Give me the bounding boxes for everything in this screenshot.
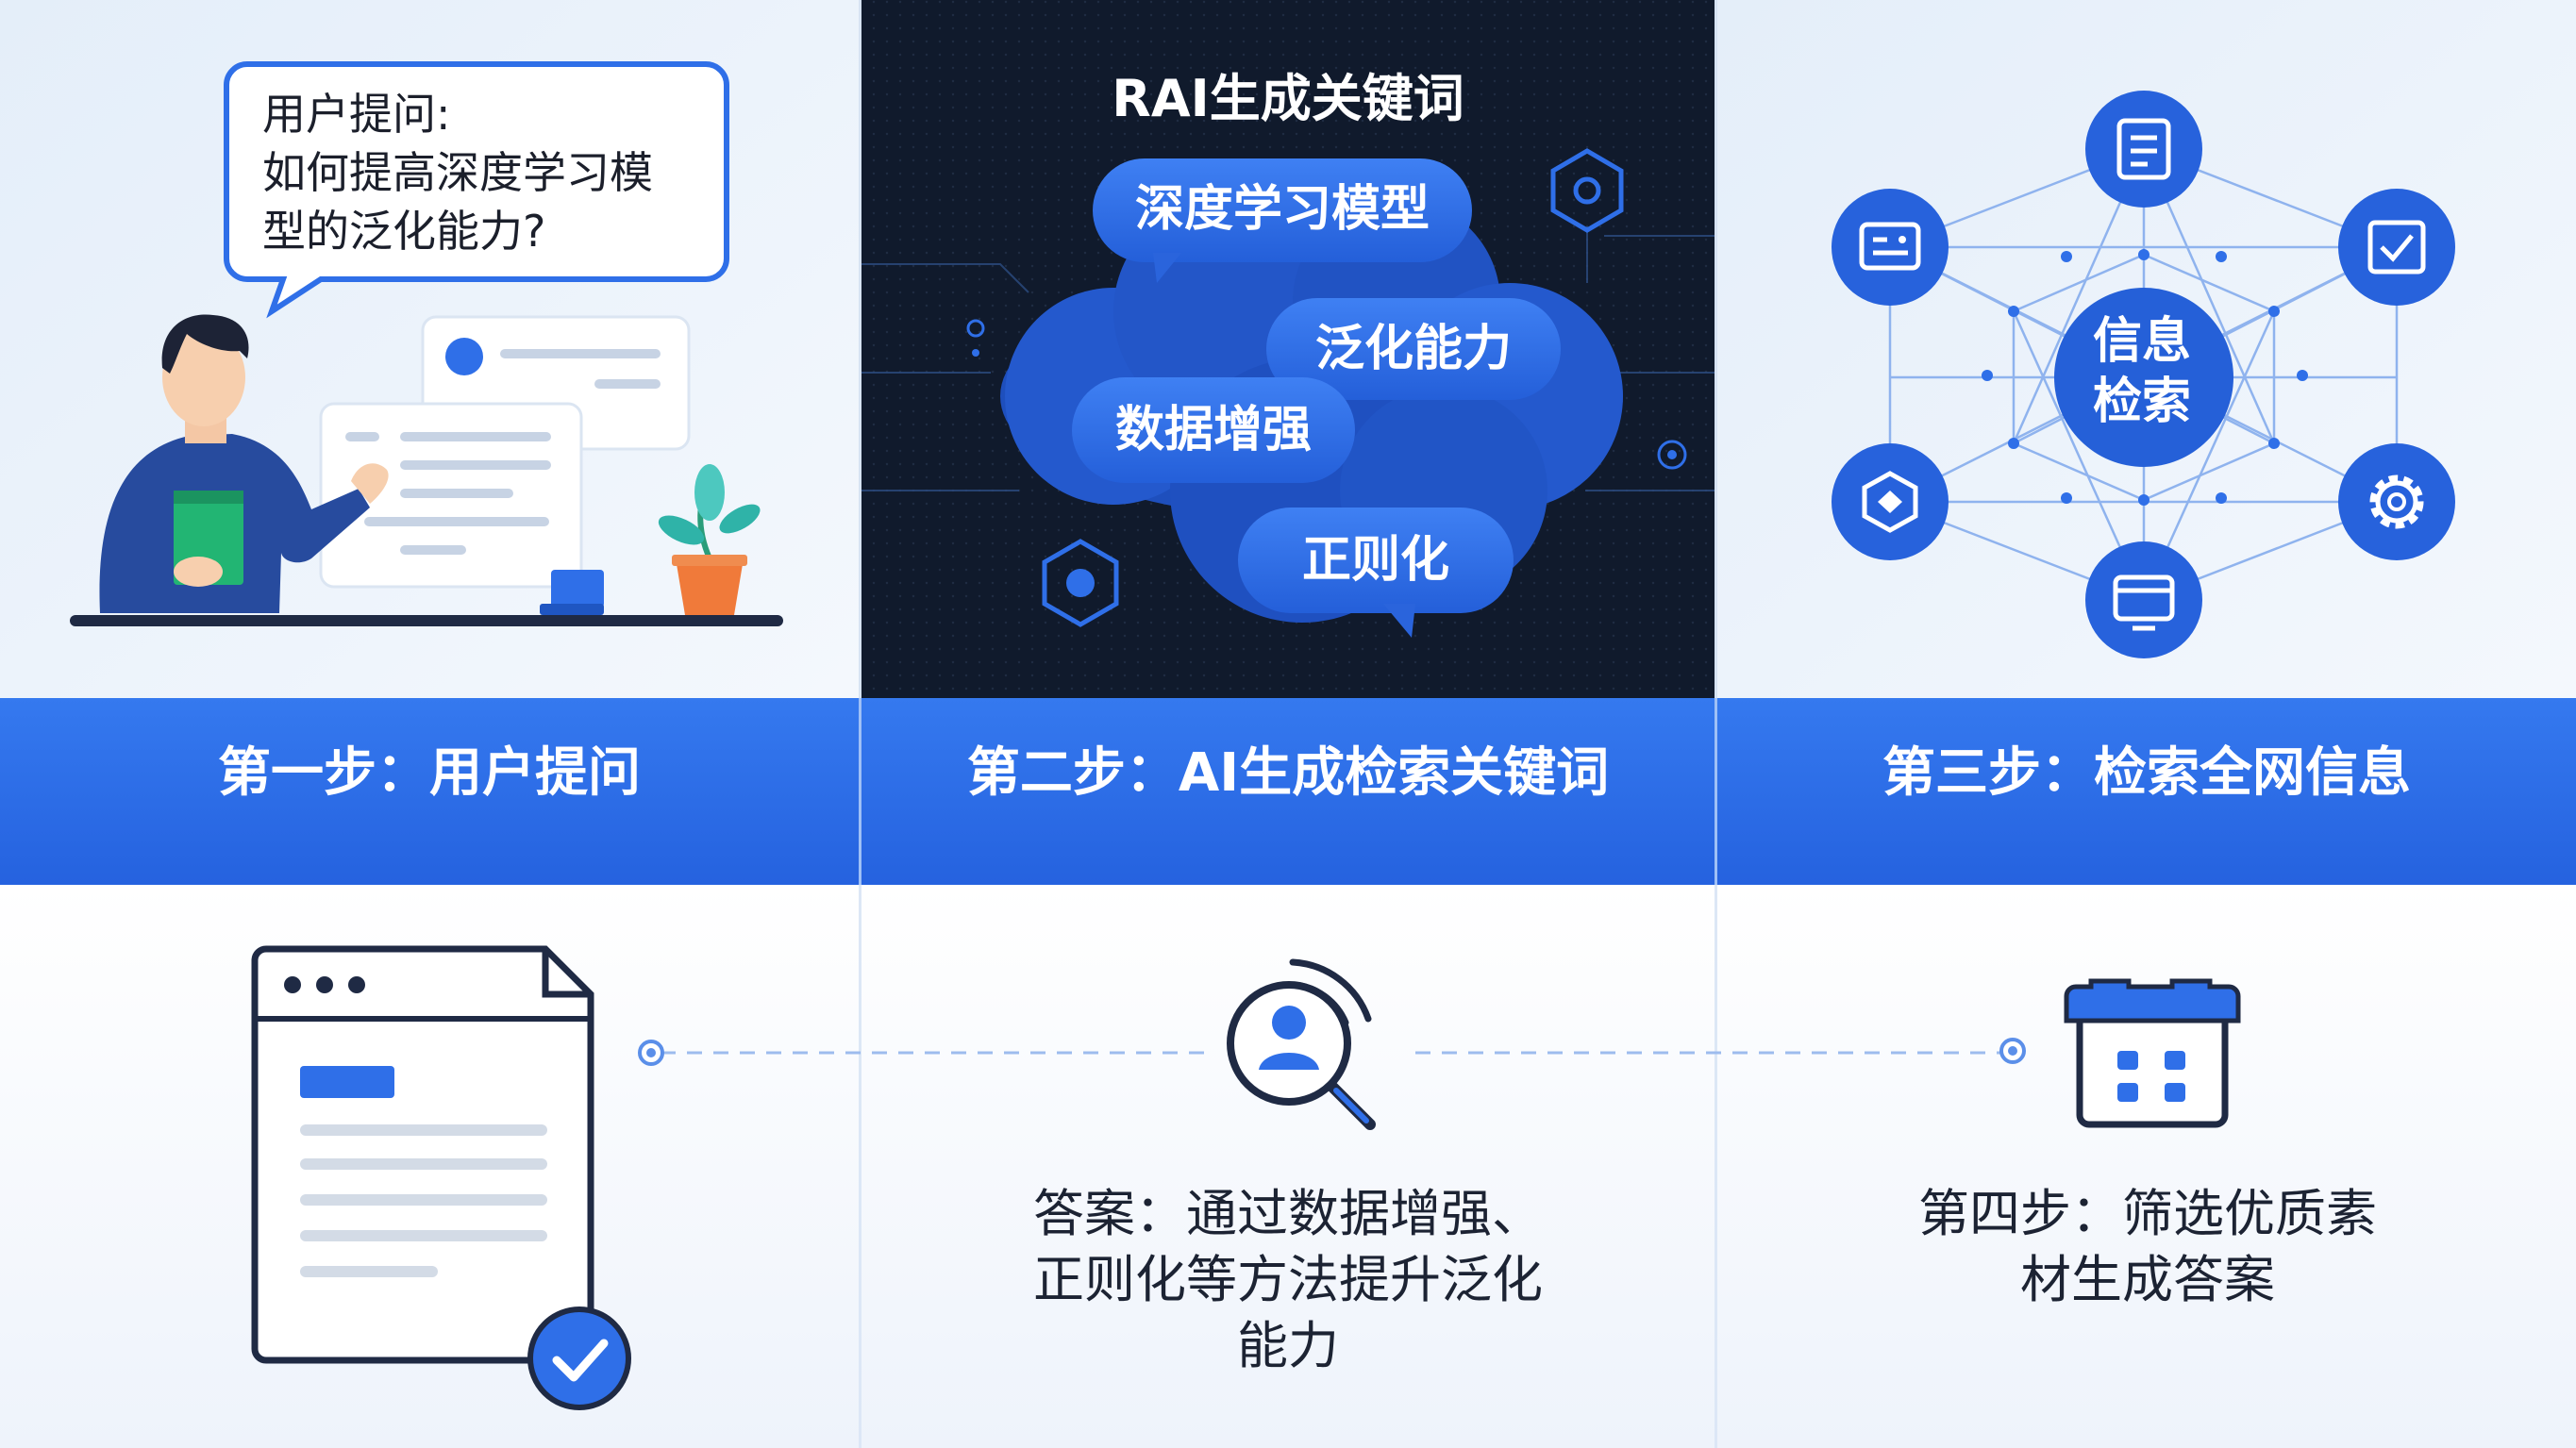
person-illustration: [99, 314, 389, 613]
plant-illustration: [658, 464, 761, 615]
keyword-bubble-3: [1072, 377, 1355, 483]
checkbox-icon: [2338, 189, 2455, 306]
keyword-panel-title: RAI生成关键词: [1112, 69, 1464, 128]
step-banner: [0, 698, 2576, 885]
keyword-label-4: 正则化: [1301, 532, 1449, 589]
hexagon-icon: [1550, 148, 1624, 233]
keyword-bubble-2: [1266, 298, 1561, 400]
desk: [70, 615, 783, 626]
panel-divider: [1715, 885, 1717, 1448]
network-junction-dots: [1982, 249, 2308, 506]
hexagon-icon: [1042, 539, 1119, 627]
keyword-bubble-4: [1238, 508, 1514, 638]
ui-card-illustration: [319, 315, 691, 589]
calendar-grid-icon: [2064, 978, 2241, 1128]
keyword-label-3: 数据增强: [1114, 402, 1312, 458]
step1-label: 第一步：用户提问: [218, 742, 641, 804]
node-dot-icon: [966, 319, 985, 338]
step2-label: 第二步：AI生成检索关键词: [966, 742, 1610, 804]
answer-document-icon: [251, 945, 594, 1364]
gear-icon: [2338, 443, 2455, 560]
cube-icon: [1832, 443, 1949, 560]
keyword-label-2: 泛化能力: [1314, 321, 1512, 377]
info-retrieval-hub: [2054, 288, 2233, 467]
speech-bubble: [224, 61, 729, 319]
panel-divider: [1715, 0, 1717, 698]
monitor-icon: [2085, 541, 2202, 658]
node-dot-icon: [972, 349, 979, 357]
step3-label: 第三步：检索全网信息: [1882, 742, 2411, 804]
document-icon: [2085, 91, 2202, 208]
keyword-bubble-1: [1093, 158, 1472, 283]
panel-divider: [859, 0, 861, 698]
card-icon: [1832, 189, 1949, 306]
user-question-text: 用户提问: 如何提高深度学习模 型的泛化能力?: [262, 89, 653, 257]
flow-connector: [638, 1038, 2026, 1066]
keyword-label-1: 深度学习模型: [1134, 181, 1430, 238]
book-stack: [540, 570, 604, 615]
node-dot-icon: [1657, 440, 1687, 470]
checkmark-icon: [527, 1307, 631, 1410]
hub-label: 信息 检索: [2092, 313, 2191, 430]
panel-divider: [859, 885, 861, 1448]
search-user-icon: [1227, 958, 1376, 1130]
answer-text: 答案：通过数据增强、 正则化等方法提升泛化 能力: [1033, 1184, 1543, 1375]
step4-label: 第四步：筛选优质素 材生成答案: [1918, 1184, 2377, 1309]
